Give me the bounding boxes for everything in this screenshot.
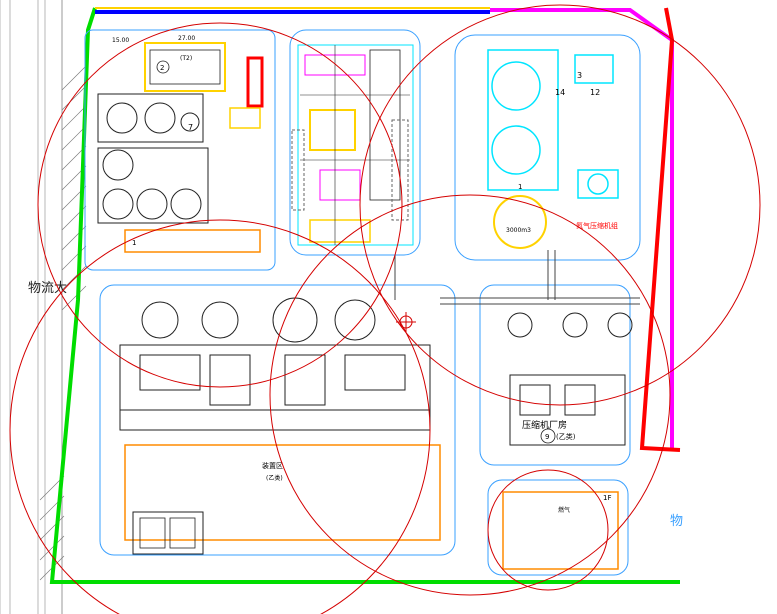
air-cooler-upper — [97, 93, 204, 143]
pipe-rack — [394, 250, 640, 305]
unit-7-label: 7 — [188, 123, 193, 132]
building-1F — [502, 491, 619, 570]
tank-2-label: (T2) — [180, 55, 192, 62]
unit-1-label-left: 1 — [132, 239, 136, 247]
main-unit-sub: (乙类) — [266, 474, 283, 482]
tank-2-number: 2 — [160, 64, 164, 72]
main-process-unit — [119, 297, 431, 431]
road-outlines — [84, 29, 641, 576]
central-process-block — [297, 44, 414, 246]
label-12: 12 — [590, 88, 600, 97]
main-unit-label: 装置区 — [262, 461, 283, 470]
unit-9-label: 9 — [545, 433, 549, 441]
label-14: 14 — [555, 88, 565, 97]
dim-27: 27.00 — [178, 35, 195, 42]
boundary-green-line — [49, 7, 680, 584]
dim-15: 15.00 — [112, 37, 129, 44]
left-road-hatch — [0, 0, 63, 614]
air-cooler-lower — [97, 147, 209, 224]
left-diagonal-hatch — [39, 65, 87, 581]
tank-farm-cyan — [487, 49, 619, 199]
red-note: 氮气压缩机组 — [576, 221, 618, 230]
center-marker — [396, 312, 416, 332]
side-text-right: 物 — [670, 514, 683, 529]
side-text-left: 物流大 — [28, 281, 67, 296]
capacity-label: 3000m3 — [506, 227, 531, 234]
unit-9-suffix: (乙类) — [556, 432, 576, 441]
tank-3000m3 — [493, 195, 547, 249]
unit-3-building — [124, 444, 441, 541]
unit-1-label-right: 1 — [518, 183, 522, 191]
red-vertical-tank — [246, 56, 264, 108]
radius-circles — [9, 4, 761, 614]
label-3: 3 — [577, 71, 582, 80]
label-1F: 1F — [603, 494, 611, 502]
gas-label: 燃气 — [558, 506, 570, 514]
boundary-red — [639, 7, 681, 452]
building-1-orange — [124, 229, 261, 253]
factory-label: 压缩机厂房 — [522, 419, 567, 431]
boundary-magenta — [490, 8, 674, 448]
tank-2-frame — [144, 42, 226, 92]
compressor-hall — [507, 312, 633, 446]
